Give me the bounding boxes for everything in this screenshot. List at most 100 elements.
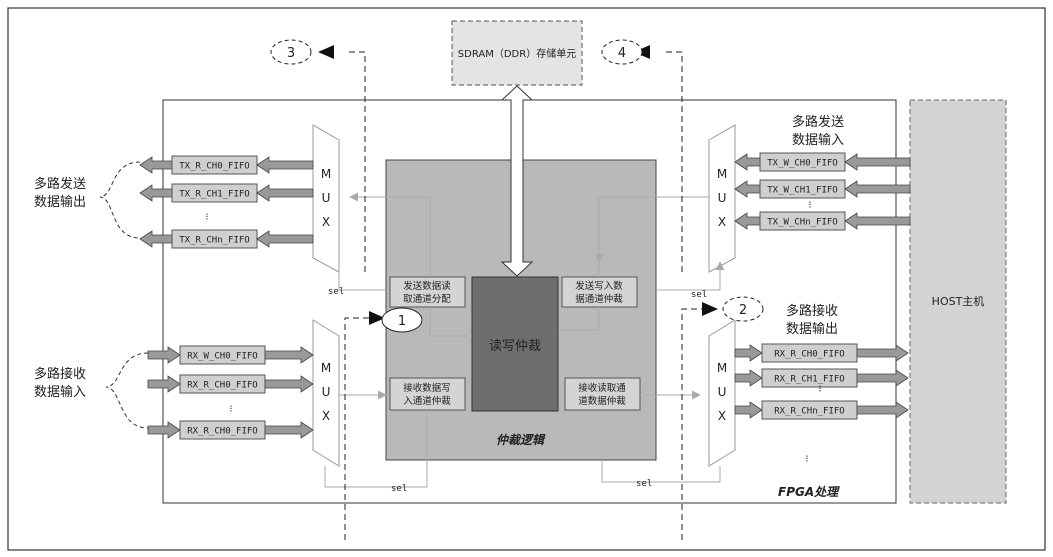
right-tx-arrow-out-1 <box>734 180 761 198</box>
rw-arbiter-block <box>471 276 559 412</box>
left-rx-group-label-2: 数据输入 <box>34 384 86 400</box>
left-rx-fifo-1-label: RX_R_CH0_FIFO <box>187 381 257 391</box>
arbiter-label: 仲裁逻辑 <box>496 433 546 447</box>
left-tx-group: TX_R_CH0_FIFO TX_R_CH1_FIFO TX_R_CHn_FIFO <box>139 155 314 249</box>
rx-read-arb-block <box>564 377 641 411</box>
svg-text:3: 3 <box>287 46 295 61</box>
left-rx-fifo-2-label: RX_R_CH0_FIFO <box>187 427 257 437</box>
rw-arbiter-label: 读写仲裁 <box>489 338 541 354</box>
external-dashed-lines <box>344 51 705 540</box>
left-tx-arrow-out-2 <box>139 230 173 248</box>
right-tx-arrow-in-2 <box>844 212 911 230</box>
right-tx-arrow-in-1 <box>844 180 911 198</box>
right-rx-fifo-1-label: RX_R_CH1_FIFO <box>774 375 844 385</box>
left-rx-arrow-in-0 <box>147 346 181 364</box>
mux-3-letter-2: X <box>718 409 726 423</box>
mux-2-letter-2: X <box>718 215 726 229</box>
left-rx-arrow-in-1 <box>147 375 181 393</box>
tx-read-alloc-label-1: 发送数据读 <box>403 280 451 292</box>
right-tx-group-label-2: 数据输入 <box>792 132 844 148</box>
right-rx-group: RX_R_CH0_FIFO RX_R_CH1_FIFO RX_R_CHn_FIFO <box>734 343 909 420</box>
callout-1: 1 <box>381 307 423 333</box>
callout-3: 3 <box>270 39 312 65</box>
right-tx-fifo-1-label: TX_W_CH1_FIFO <box>767 186 837 196</box>
right-tx-fifo-0-label: TX_W_CH0_FIFO <box>767 159 837 169</box>
svg-text:2: 2 <box>739 303 747 318</box>
sel-label-rx-left: sel <box>391 484 407 494</box>
svg-text:1: 1 <box>398 314 406 329</box>
left-rx-group-label-1: 多路接收 <box>34 366 86 382</box>
right-rx-fifo-2-label: RX_R_CHn_FIFO <box>774 407 844 417</box>
right-tx-ellipsis: ⁝ <box>808 200 811 211</box>
rx-read-arb-label-2: 道数据仲裁 <box>578 395 626 407</box>
left-tx-arrow-in-2 <box>256 230 314 248</box>
right-tx-group: TX_W_CH0_FIFO TX_W_CH1_FIFO TX_W_CHn_FIFO <box>734 152 911 231</box>
sdram-label: SDRAM（DDR）存储单元 <box>458 47 576 60</box>
left-tx-ellipsis: ⁝ <box>205 212 208 223</box>
right-tx-fifo-2-label: TX_W_CHn_FIFO <box>767 218 837 228</box>
left-rx-fifo-0-label: RX_W_CH0_FIFO <box>187 352 257 362</box>
left-rx-arrow-out-2 <box>264 421 314 439</box>
callout-2: 2 <box>722 296 764 322</box>
mux-rx-left <box>312 319 340 467</box>
tx-read-alloc-label-2: 取通道分配 <box>403 293 451 305</box>
left-rx-brace <box>105 352 149 429</box>
sel-label-tx-right: sel <box>691 290 707 300</box>
left-tx-fifo-2-label: TX_R_CHn_FIFO <box>179 236 249 246</box>
host-block <box>909 99 1007 504</box>
right-tx-arrow-out-0 <box>734 153 761 171</box>
right-tx-group-label-1: 多路发送 <box>792 114 844 130</box>
right-rx-group-label-1: 多路接收 <box>786 303 838 319</box>
left-tx-arrow-out-0 <box>139 156 173 174</box>
left-rx-group: RX_W_CH0_FIFO RX_R_CH0_FIFO RX_R_CH0_FIFO <box>147 345 314 440</box>
host-label: HOST主机 <box>932 294 985 308</box>
right-rx-arrow-in-2 <box>734 401 763 419</box>
right-tx-arrow-in-0 <box>844 153 911 171</box>
mux-2-letter-1: U <box>718 191 727 205</box>
rx-write-arb-label-1: 接收数据写 <box>403 382 451 394</box>
left-tx-group-label-1: 多路发送 <box>34 176 86 192</box>
sdram-bus-arrow <box>500 85 534 277</box>
mux-0-letter-0: M <box>321 167 331 181</box>
fpga-label: FPGA处理 <box>778 485 840 499</box>
sdram-block <box>451 20 583 86</box>
sel-label-rx-right: sel <box>636 479 652 489</box>
sel-label-tx-left: sel <box>328 287 344 297</box>
mux-3-letter-0: M <box>717 361 727 375</box>
fpga-ellipsis: ⁝ <box>805 454 808 465</box>
left-tx-arrow-in-0 <box>256 156 314 174</box>
mux-rx-right <box>708 319 736 467</box>
tx-write-arb-label-2: 据通道仲裁 <box>575 293 623 305</box>
mux-0-letter-1: U <box>322 191 331 205</box>
left-tx-arrow-in-1 <box>256 184 314 202</box>
left-rx-arrow-in-2 <box>147 421 181 439</box>
left-tx-arrow-out-1 <box>139 184 173 202</box>
tx-read-alloc-block <box>389 276 466 308</box>
right-rx-group-label-2: 数据输出 <box>786 321 838 337</box>
left-tx-fifo-0-label: TX_R_CH0_FIFO <box>179 162 249 172</box>
callout-4: 4 <box>601 39 643 65</box>
left-tx-brace <box>99 161 141 239</box>
right-rx-arrow-in-1 <box>734 369 763 387</box>
mux-2-letter-0: M <box>717 167 727 181</box>
right-rx-arrow-in-0 <box>734 344 763 362</box>
left-rx-arrow-out-0 <box>264 346 314 364</box>
mux-0-letter-2: X <box>322 215 330 229</box>
right-rx-arrow-out-1 <box>856 369 909 387</box>
left-rx-arrow-out-1 <box>264 375 314 393</box>
mux-1-letter-0: M <box>321 361 331 375</box>
left-tx-group-label-2: 数据输出 <box>34 194 86 210</box>
left-rx-ellipsis: ⁝ <box>229 404 232 415</box>
left-tx-fifo-1-label: TX_R_CH1_FIFO <box>179 190 249 200</box>
rx-read-arb-label-1: 接收读取通 <box>578 382 626 394</box>
right-tx-arrow-out-2 <box>734 212 761 230</box>
right-rx-ellipsis: ⁝ <box>818 384 821 395</box>
mux-3-letter-1: U <box>718 385 727 399</box>
svg-text:4: 4 <box>618 46 626 61</box>
mux-1-letter-2: X <box>322 409 330 423</box>
right-rx-arrow-out-2 <box>856 401 909 419</box>
mux-1-letter-1: U <box>322 385 331 399</box>
right-rx-fifo-0-label: RX_R_CH0_FIFO <box>774 350 844 360</box>
